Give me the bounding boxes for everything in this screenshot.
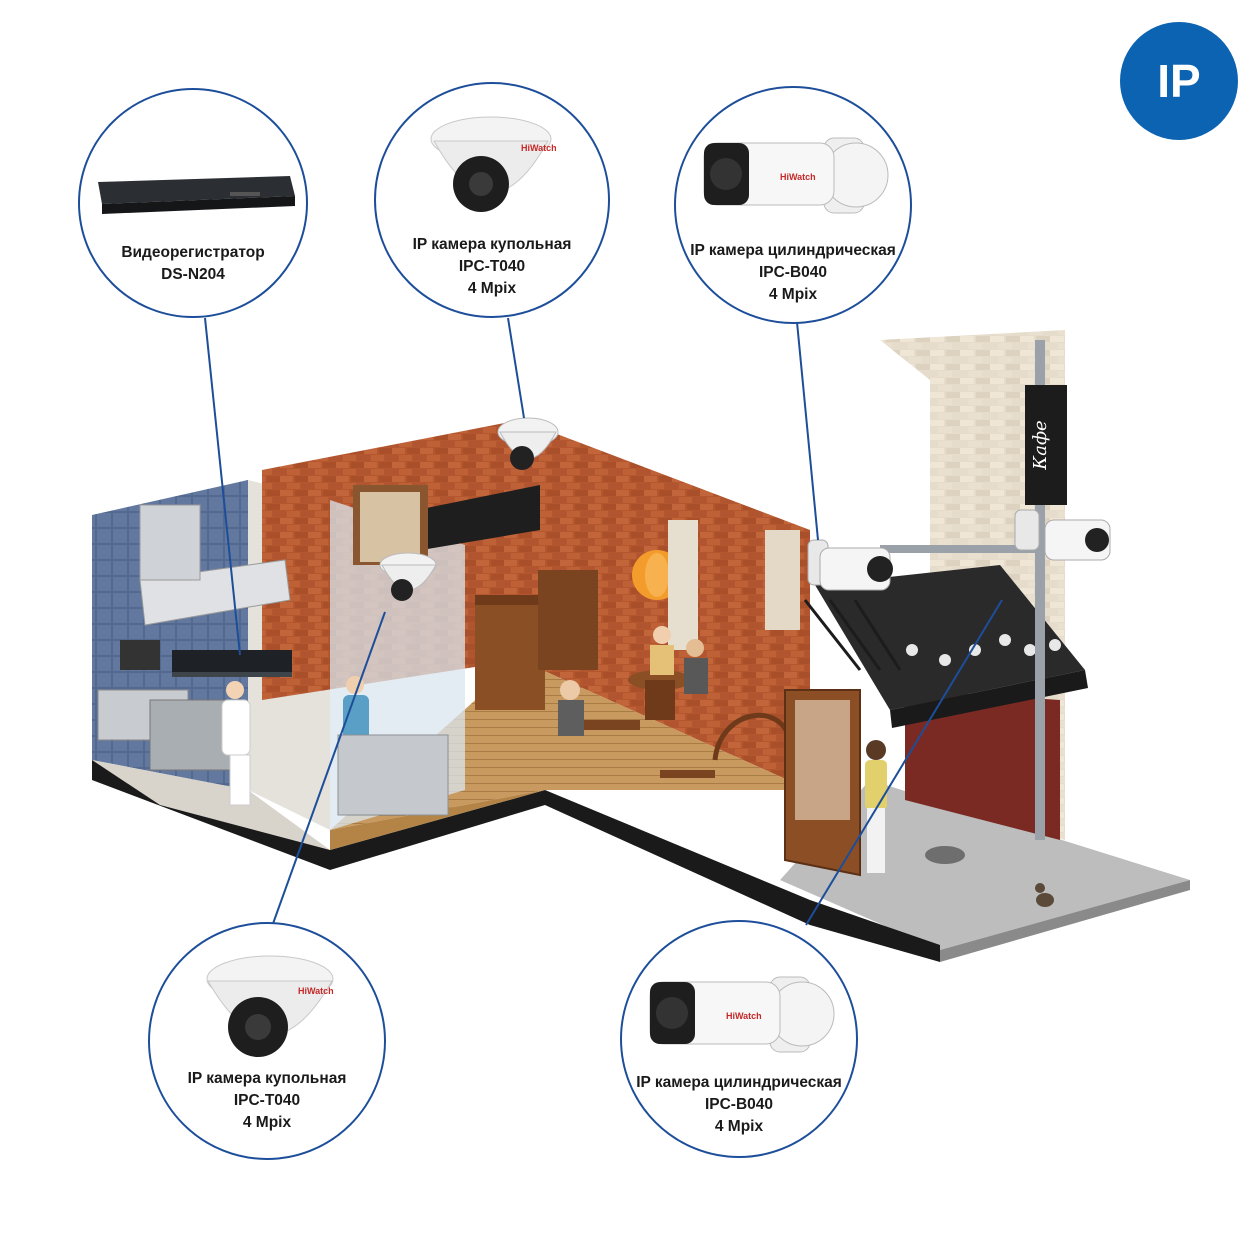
- bullet-bottom-label-line1: IP камера цилиндрическая: [636, 1074, 842, 1091]
- dome-camera-icon: HiWatch: [430, 116, 556, 212]
- callout-bullet-top: HiWatch IP камера цилиндрическая IPC-B04…: [674, 86, 912, 324]
- callout-dome-bottom: HiWatch IP камера купольная IPC-T040 4 M…: [148, 922, 386, 1160]
- bullet-camera-icon: HiWatch: [703, 137, 889, 214]
- brand-text: HiWatch: [521, 143, 556, 153]
- recorder-label-line1: Видеорегистратор: [121, 244, 265, 261]
- scene-dome-camera-ceiling-icon: [497, 417, 559, 470]
- callout-recorder: Видеорегистратор DS-N204: [78, 88, 308, 318]
- dome-bottom-model: IPC-T040: [233, 1092, 301, 1109]
- cafe-sign-text: Кафе: [1030, 420, 1051, 470]
- bullet-top-resolution: 4 Mpix: [768, 286, 818, 303]
- nvr-recorder-icon: [98, 176, 295, 214]
- brand-text: HiWatch: [726, 1011, 762, 1021]
- callout-dome-top: HiWatch IP камера купольная IPC-T040 4 M…: [374, 82, 610, 318]
- brand-text: HiWatch: [780, 172, 816, 182]
- bullet-bottom-model: IPC-B040: [704, 1096, 774, 1113]
- dome-top-model: IPC-T040: [458, 258, 526, 275]
- scene-dome-camera-glass-icon: [379, 552, 437, 601]
- dome-bottom-resolution: 4 Mpix: [242, 1114, 292, 1131]
- brand-text: HiWatch: [298, 986, 334, 996]
- dome-top-label-line1: IP камера купольная: [412, 236, 572, 253]
- scene-bullet-camera-awning-icon: [807, 539, 893, 591]
- scene-bullet-camera-wall-icon: [1014, 509, 1111, 561]
- ip-badge: IP: [1120, 22, 1238, 140]
- dome-camera-icon: HiWatch: [206, 955, 334, 1057]
- callout-bullet-bottom: HiWatch IP камера цилиндрическая IPC-B04…: [620, 920, 858, 1158]
- bullet-top-model: IPC-B040: [758, 264, 828, 281]
- bullet-camera-icon: HiWatch: [649, 976, 835, 1053]
- bullet-bottom-resolution: 4 Mpix: [714, 1118, 764, 1135]
- recorder-model: DS-N204: [161, 266, 225, 283]
- dome-top-resolution: 4 Mpix: [467, 280, 517, 297]
- dome-bottom-label-line1: IP камера купольная: [187, 1070, 347, 1087]
- bullet-top-label-line1: IP камера цилиндрическая: [690, 242, 896, 259]
- connector-lines: [204, 317, 1003, 933]
